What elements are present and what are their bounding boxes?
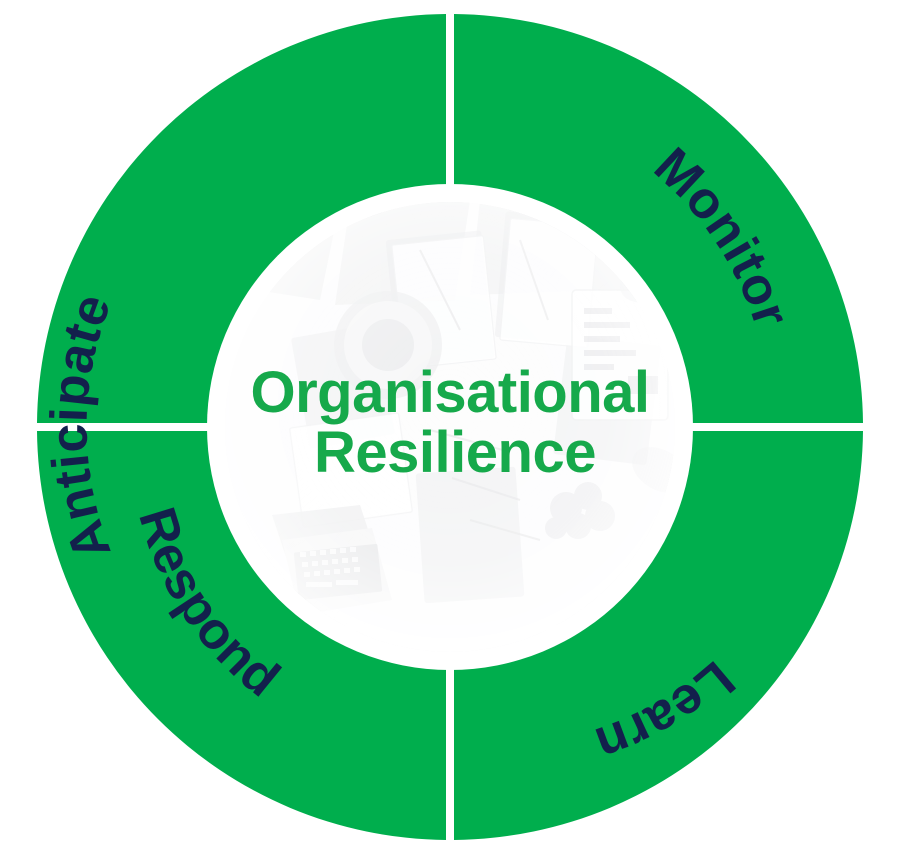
center-title-group: Organisational Resilience [250, 360, 650, 485]
segment-learn[interactable] [454, 431, 863, 840]
center-title-line1: Organisational [250, 360, 649, 425]
segment-monitor[interactable] [454, 14, 863, 423]
center-photo-circle [207, 184, 693, 670]
center-title-line2: Resilience [314, 420, 596, 485]
ring-segments [37, 14, 863, 840]
office-desk-photo [225, 202, 675, 652]
segment-anticipate[interactable] [37, 14, 446, 423]
segment-respond[interactable] [37, 431, 446, 840]
